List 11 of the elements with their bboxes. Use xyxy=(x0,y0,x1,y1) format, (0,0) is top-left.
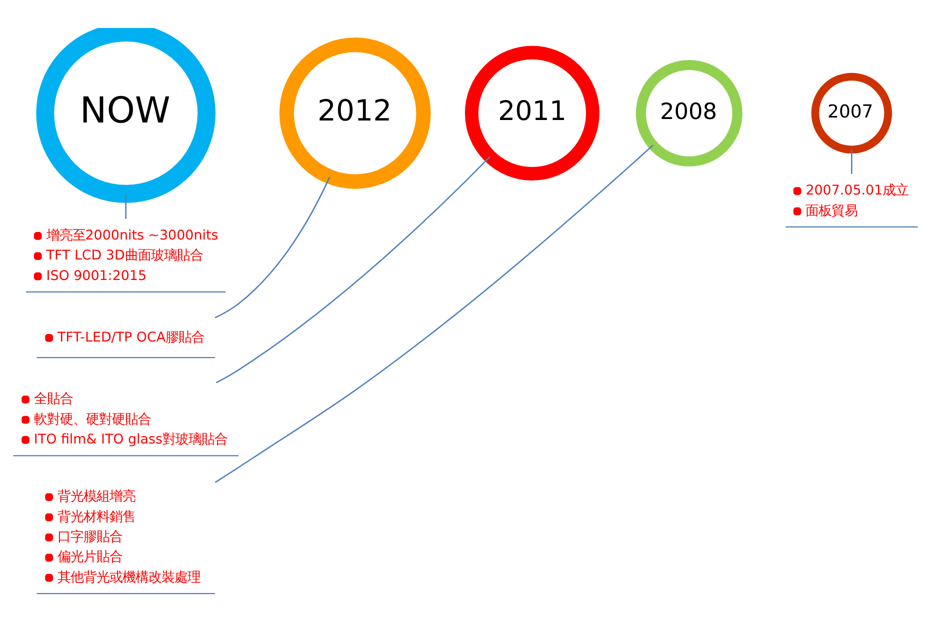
node-label: TFT-LED/TP OCA膠貼合 xyxy=(57,330,205,345)
connector xyxy=(216,156,490,383)
node-circle: 2012 xyxy=(279,37,431,188)
node-circle: 2007 xyxy=(811,72,892,154)
node-circle: NOW xyxy=(36,28,216,202)
connector xyxy=(214,176,330,318)
connector xyxy=(125,194,127,218)
connector xyxy=(851,149,852,174)
node-circle: 2008 xyxy=(636,59,742,166)
node-circle: 2011 xyxy=(464,45,600,180)
connector xyxy=(214,144,654,483)
